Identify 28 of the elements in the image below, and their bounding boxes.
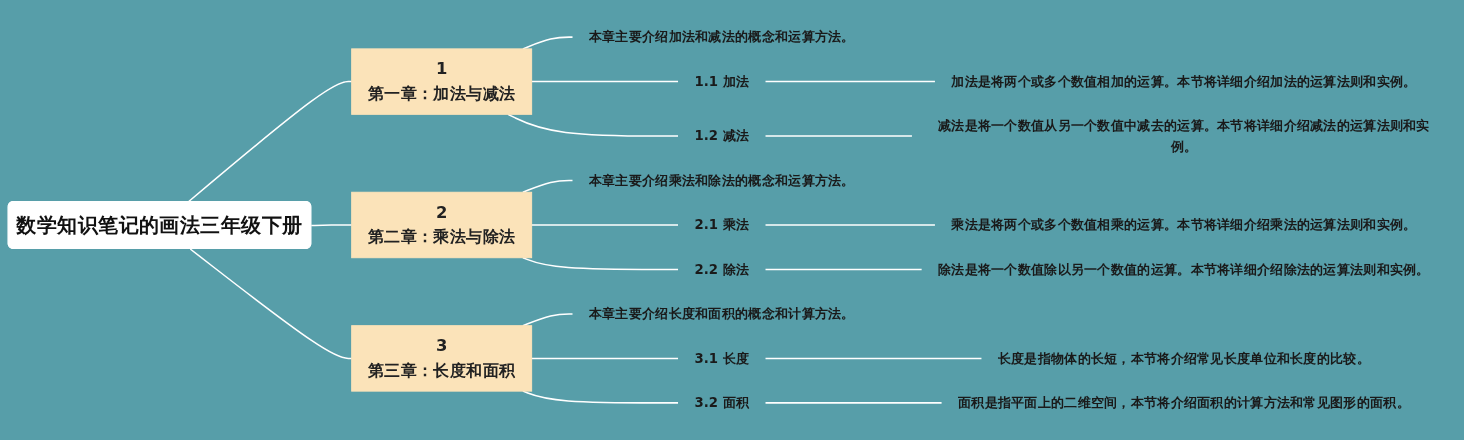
connector <box>764 224 936 226</box>
connector <box>764 268 923 271</box>
node-box: 2 第二章：乘法与除法 <box>351 191 533 259</box>
node-text: 本章主要介绍乘法和除法的概念和运算方法。 <box>588 172 855 188</box>
connector <box>522 256 679 271</box>
connector <box>764 402 943 404</box>
node-box: 1 第一章：加法与减法 <box>351 48 533 115</box>
node-text: 乘法是将两个或多个数值相乘的运算。本节将详细介绍乘法的运算法则和实例。 <box>951 217 1417 233</box>
node-text: 面积是指平面上的二维空间，本节将介绍面积的计算方法和常见图形的面积。 <box>957 394 1410 411</box>
connector <box>764 80 936 83</box>
node-text: 长度是指物体的长短，本节将介绍常见长度单位和长度的比较。 <box>997 350 1370 366</box>
node-text: 加法是将两个或多个数值相加的运算。本节将详细介绍加法的运算法则和实例。 <box>951 73 1417 90</box>
connector <box>764 135 913 137</box>
node-text: 2.2 除法 <box>694 261 750 277</box>
node-box: 3 第三章：长度和面积 <box>351 325 533 392</box>
node-text: 1.2 减法 <box>694 128 750 144</box>
node-text: 除法是将一个数值除以另一个数值的运算。本节将详细介绍除法的运算法则和实例。 <box>938 261 1430 277</box>
node-text: 本章主要介绍加法和减法的概念和运算方法。 <box>588 29 855 45</box>
node-text: 1.1 加法 <box>694 73 750 90</box>
node-text: 2.1 乘法 <box>694 217 750 233</box>
connector <box>522 179 574 194</box>
connector <box>522 313 574 327</box>
node-text: 减法是将一个数值从另一个数值中减去的运算。本节将详细介绍减法的运算法则和实例。 <box>938 118 1430 154</box>
node-text: 3.2 面积 <box>694 394 750 411</box>
node-text: 3.1 长度 <box>694 350 750 366</box>
connector <box>507 113 679 137</box>
connector <box>764 357 983 360</box>
node-text: 本章主要介绍长度和面积的概念和计算方法。 <box>588 306 855 322</box>
